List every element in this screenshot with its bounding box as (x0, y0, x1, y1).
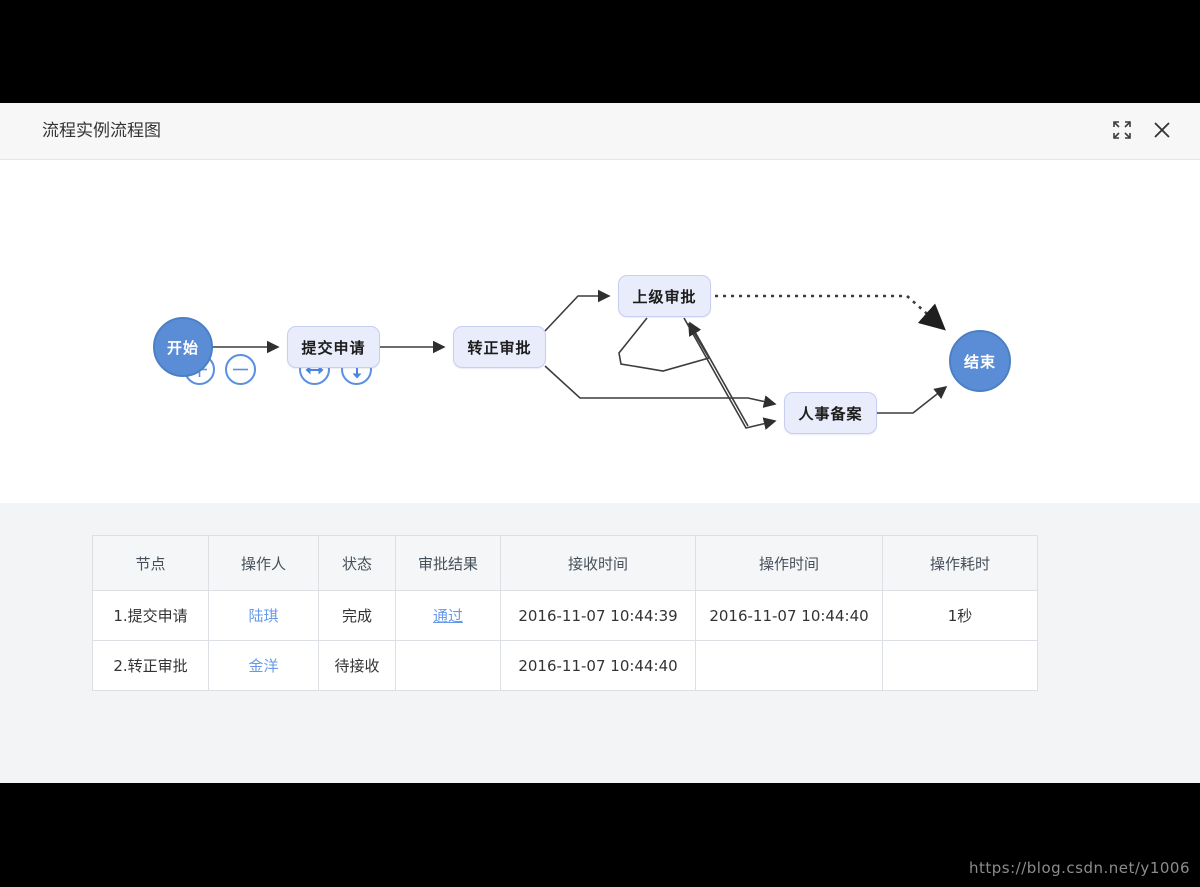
flow-node-hr: 人事备案 (784, 392, 877, 434)
fullscreen-icon (1112, 120, 1132, 143)
col-header-duration: 操作耗时 (882, 535, 1038, 591)
flow-node-end: 结束 (949, 330, 1011, 392)
cell-status: 完成 (318, 590, 396, 641)
col-header-operator: 操作人 (208, 535, 319, 591)
fullscreen-button[interactable] (1108, 117, 1136, 145)
cell-node: 2.转正审批 (92, 640, 209, 691)
node-history-panel: 节点 操作人 状态 审批结果 接收时间 操作时间 操作耗时 1.提交申请 陆琪 … (0, 503, 1200, 783)
dialog-header: 流程实例流程图 (0, 103, 1200, 160)
flow-node-approve: 转正审批 (453, 326, 546, 368)
col-header-status: 状态 (318, 535, 396, 591)
table-row: 2.转正审批 金洋 待接收 2016-11-07 10:44:40 (92, 640, 1038, 691)
result-link[interactable]: 通过 (432, 607, 463, 625)
cell-result (395, 640, 501, 691)
close-button[interactable] (1148, 117, 1176, 145)
cell-status: 待接收 (318, 640, 396, 691)
cell-operate-time (695, 640, 883, 691)
col-header-receive-time: 接收时间 (500, 535, 696, 591)
col-header-node: 节点 (92, 535, 209, 591)
close-icon (1153, 121, 1171, 142)
flowchart-canvas: 开始 提交申请 转正审批 上级审批 人事备案 结束 (0, 160, 1200, 503)
dialog-title: 流程实例流程图 (42, 121, 161, 141)
cell-receive-time: 2016-11-07 10:44:39 (500, 590, 696, 641)
cell-operate-time: 2016-11-07 10:44:40 (695, 590, 883, 641)
flow-node-start: 开始 (153, 317, 213, 377)
zoom-out-icon (232, 361, 249, 378)
operator-link[interactable]: 金洋 (248, 657, 279, 675)
node-history-table: 节点 操作人 状态 审批结果 接收时间 操作时间 操作耗时 1.提交申请 陆琪 … (92, 535, 1038, 691)
cell-node: 1.提交申请 (92, 590, 209, 641)
table-header-row: 节点 操作人 状态 审批结果 接收时间 操作时间 操作耗时 (92, 535, 1038, 591)
operator-link[interactable]: 陆琪 (248, 607, 279, 625)
watermark-url: https://blog.csdn.net/y1006 (968, 859, 1190, 877)
cell-duration: 1秒 (882, 590, 1038, 641)
zoom-out-button[interactable] (225, 354, 256, 385)
cell-receive-time: 2016-11-07 10:44:40 (500, 640, 696, 691)
cell-duration (882, 640, 1038, 691)
flow-node-submit: 提交申请 (287, 326, 380, 368)
col-header-result: 审批结果 (395, 535, 501, 591)
table-row: 1.提交申请 陆琪 完成 通过 2016-11-07 10:44:39 2016… (92, 590, 1038, 641)
col-header-operate-time: 操作时间 (695, 535, 883, 591)
flow-node-superior: 上级审批 (618, 275, 711, 317)
process-instance-dialog: 流程实例流程图 (0, 103, 1200, 783)
